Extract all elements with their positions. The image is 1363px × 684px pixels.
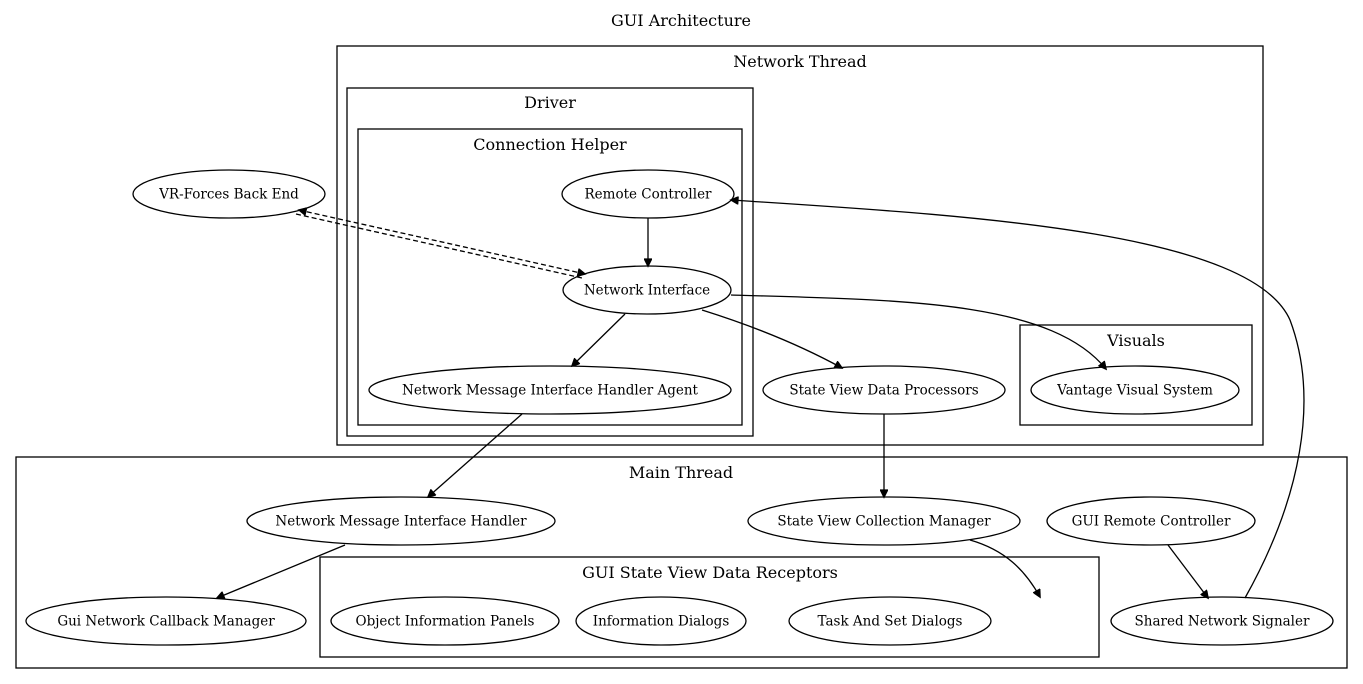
node-information-dialogs[interactable]: Information Dialogs — [575, 596, 747, 646]
node-label-network-message-interface-handler-agent: Network Message Interface Handler Agent — [402, 383, 699, 399]
node-task-and-set-dialogs[interactable]: Task And Set Dialogs — [788, 596, 992, 646]
edge-vr-forces-network-interface — [299, 210, 585, 274]
cluster-label-connection-helper: Connection Helper — [473, 135, 627, 154]
node-label-state-view-collection-manager: State View Collection Manager — [777, 514, 991, 530]
diagram-title: GUI Architecture — [611, 11, 751, 30]
node-label-task-and-set-dialogs: Task And Set Dialogs — [818, 614, 963, 630]
cluster-connection-helper: Connection Helper — [357, 128, 743, 426]
node-vr-forces-back-end[interactable]: VR-Forces Back End — [132, 169, 326, 219]
cluster-main-thread: Main Thread — [15, 456, 1348, 669]
edge-network-interface-vr-forces-return — [295, 213, 583, 279]
edge-handler-to-gui-network-callback-manager — [217, 544, 346, 598]
node-label-state-view-data-processors: State View Data Processors — [789, 383, 978, 399]
node-label-remote-controller: Remote Controller — [584, 187, 712, 203]
node-label-information-dialogs: Information Dialogs — [593, 614, 730, 630]
node-network-interface[interactable]: Network Interface — [562, 265, 732, 315]
node-gui-network-callback-manager[interactable]: Gui Network Callback Manager — [25, 596, 307, 646]
node-label-network-message-interface-handler: Network Message Interface Handler — [275, 514, 527, 530]
node-state-view-data-processors[interactable]: State View Data Processors — [762, 365, 1006, 415]
node-label-vr-forces-back-end: VR-Forces Back End — [158, 187, 299, 203]
cluster-label-visuals: Visuals — [1106, 331, 1165, 350]
node-gui-remote-controller[interactable]: GUI Remote Controller — [1046, 496, 1256, 546]
node-network-message-interface-handler[interactable]: Network Message Interface Handler — [246, 496, 556, 546]
cluster-gui-state-view-data-receptors: GUI State View Data Receptors — [319, 556, 1100, 658]
edge-shared-network-signaler-to-remote-controller — [731, 200, 1305, 599]
edge-network-interface-to-handler-agent — [572, 313, 626, 366]
node-label-gui-network-callback-manager: Gui Network Callback Manager — [57, 614, 275, 630]
node-label-vantage-visual-system: Vantage Visual System — [1056, 383, 1213, 399]
edge-network-interface-to-state-view-data-processors — [701, 309, 842, 368]
edge-handler-agent-to-network-message-interface-handler — [428, 413, 523, 497]
node-label-object-information-panels: Object Information Panels — [356, 614, 535, 630]
node-remote-controller[interactable]: Remote Controller — [561, 169, 735, 219]
cluster-label-driver: Driver — [524, 93, 576, 112]
node-label-shared-network-signaler: Shared Network Signaler — [1135, 614, 1310, 630]
node-state-view-collection-manager[interactable]: State View Collection Manager — [747, 496, 1021, 546]
node-network-message-interface-handler-agent[interactable]: Network Message Interface Handler Agent — [368, 365, 732, 415]
node-label-gui-remote-controller: GUI Remote Controller — [1072, 514, 1231, 530]
node-object-information-panels[interactable]: Object Information Panels — [330, 596, 560, 646]
node-label-network-interface: Network Interface — [584, 283, 710, 299]
node-shared-network-signaler[interactable]: Shared Network Signaler — [1110, 596, 1334, 646]
node-vantage-visual-system[interactable]: Vantage Visual System — [1030, 365, 1240, 415]
edge-network-interface-to-vantage-visual-system — [730, 294, 1106, 369]
cluster-visuals: Visuals — [1019, 324, 1253, 426]
edge-collection-manager-to-receptors — [969, 539, 1040, 597]
cluster-label-gui-state-view-data-receptors: GUI State View Data Receptors — [582, 563, 838, 582]
cluster-label-main-thread: Main Thread — [629, 463, 733, 482]
edge-gui-remote-controller-to-shared-network-signaler — [1167, 544, 1208, 598]
cluster-label-network-thread: Network Thread — [733, 52, 867, 71]
